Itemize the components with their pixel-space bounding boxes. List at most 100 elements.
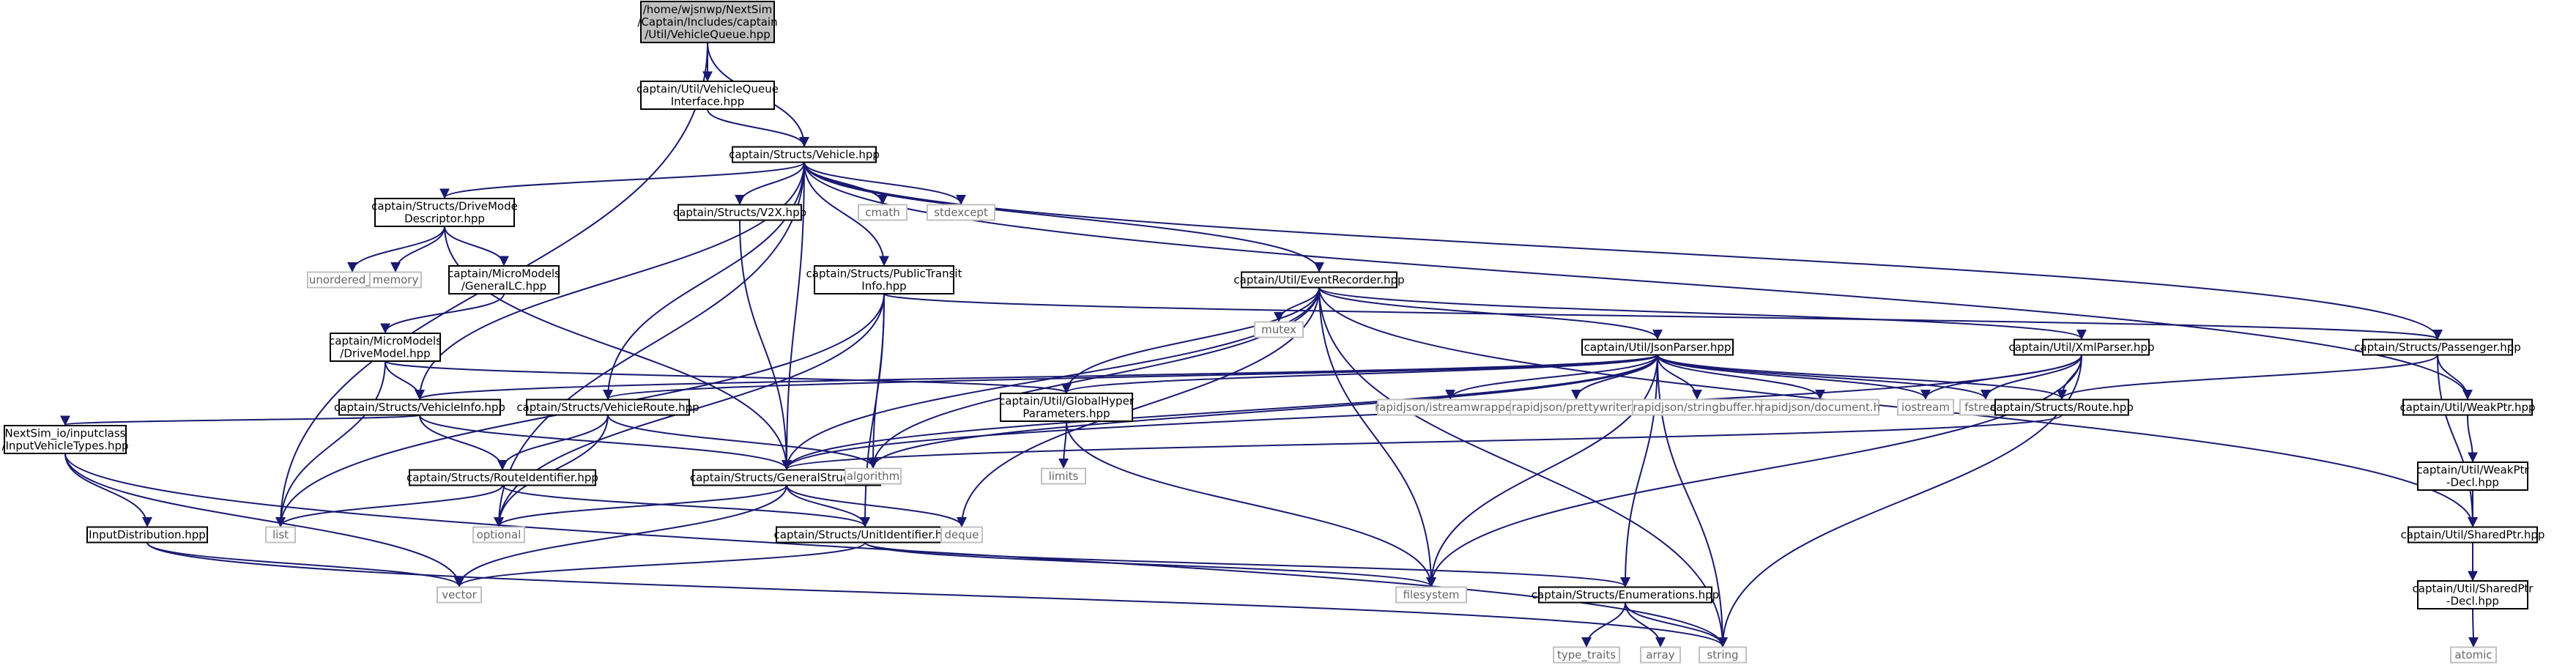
node-label: captain/Structs/V2X.hpp [673,206,806,219]
edge-vehicle-to-weakptr [803,162,2473,400]
edge-vehicle-to-dmd [439,161,805,199]
node-sharedptr[interactable]: captain/Util/SharedPtr.hpp [2401,526,2545,544]
edge-ivt-to-inputdist [64,453,152,527]
node-vroute[interactable]: captain/Structs/VehicleRoute.hpp [516,398,699,416]
node-label: /InputVehicleTypes.hpp [1,440,128,453]
node-label: captain/Util/JsonParser.hpp [1584,341,1731,354]
edge-vehicle-to-cmath [803,162,888,205]
node-label: captain/Util/WeakPtr [2416,464,2529,477]
node-weakptr[interactable]: captain/Util/WeakPtr.hpp [2399,398,2536,416]
edge-vroute-to-routeid [497,415,609,470]
node-rj-sb: rapidjson/stringbuffer.h [1632,398,1762,416]
node-box [640,81,775,110]
edge-jsonparser-to-rj_isw [1445,355,1658,400]
node-box [374,198,515,227]
node-weakptrdecl[interactable]: captain/Util/WeakPtr-Decl.hpp [2416,461,2529,491]
node-ivt[interactable]: NextSim_io/inputclass/InputVehicleTypes.… [1,425,129,454]
node-array: array [1640,646,1681,664]
edge-vehicle-to-evrec [803,162,1324,273]
edge-dmd-to-memory [390,226,445,273]
node-mutex: mutex [1254,321,1304,338]
node-rj-doc: rapidjson/document.h [1760,398,1880,416]
node-label: captain/Structs/DriveMode [371,200,518,213]
edge-drivemodel-to-ghp [385,360,1072,394]
node-evrec[interactable]: captain/Util/EventRecorder.hpp [1233,271,1405,289]
edge-vehicle-to-pti [803,162,889,267]
node-label: /DriveModel.hpp [340,347,430,360]
node-label: captain/MicroModels [329,335,442,348]
edge-jsonparser-to-ghp [1061,354,1658,394]
node-jsonparser[interactable]: captain/Util/JsonParser.hpp [1581,338,1734,356]
node-deque: deque [940,526,983,544]
node-routeid[interactable]: captain/Structs/RouteIdentifier.hpp [407,469,598,486]
node-optional: optional [472,526,525,544]
node-box [1553,646,1620,664]
node-box [1041,467,1086,485]
node-label: InputDistribution.hpp [89,528,206,541]
node-cmath: cmath [858,204,907,221]
edge-unitid-to-filesystem [864,541,1436,587]
node-box [472,526,525,544]
edge-inputdist-to-vector [146,542,464,587]
node-label: Parameters.hpp [1022,407,1110,420]
node-unitid[interactable]: captain/Structs/UnitIdentifier.hpp [774,526,957,544]
edge-vehicle-to-stdexcept [803,162,966,205]
edge-pti-to-algorithm [868,293,885,469]
node-box [927,204,995,221]
node-generallc[interactable]: captain/MicroModels/GeneralLC.hpp [448,265,560,294]
node-box [1581,338,1734,356]
node-label: captain/Structs/VehicleRoute.hpp [516,401,699,414]
node-box [678,204,802,221]
edge-ivt-to-vector [64,453,464,587]
edge-jsonparser-to-iostream [1657,355,1931,400]
node-label: optional [477,528,521,541]
nodes: /home/wjsnwp/NextSim/Captain/Includes/ca… [1,1,2545,664]
edge-gstructs-to-deque [786,485,967,527]
node-label: cmath [865,206,899,219]
edge-routeid-to-list [275,485,503,527]
node-xmlparser[interactable]: captain/Util/XmlParser.hpp [2009,338,2155,356]
node-passenger[interactable]: captain/Structs/Passenger.hpp [2354,338,2521,356]
node-label: /Util/VehicleQueue.hpp [645,28,771,41]
node-algorithm: algorithm [845,467,902,485]
edge-vinfo-to-gstructs [419,415,792,470]
node-label: captain/MicroModels [448,267,560,281]
node-vinfo[interactable]: captain/Structs/VehicleInfo.hpp [334,398,505,416]
node-label: captain/Structs/UnitIdentifier.hpp [774,528,957,541]
node-label: type_traits [1557,648,1616,662]
node-label: /Captain/Includes/captain [637,15,777,29]
edge-vinfo-to-ivt [60,414,420,426]
edge-weakptr-to-weakptrdecl [2467,415,2478,463]
node-gstructs[interactable]: captain/Structs/GeneralStructs.hpp [690,469,883,486]
node-root[interactable]: /home/wjsnwp/NextSim/Captain/Includes/ca… [637,1,778,43]
node-box [1254,321,1304,338]
edge-gstructs-to-vector [454,485,787,587]
node-box [732,146,877,163]
node-v2x[interactable]: captain/Structs/V2X.hpp [673,204,806,221]
node-box [2408,526,2538,544]
node-label: -Decl.hpp [2446,595,2499,608]
node-iostream: iostream [1897,398,1954,416]
node-filesystem: filesystem [1395,586,1467,604]
node-box [940,526,983,544]
edge-inputdist-to-string [146,542,1728,648]
edge-pti-to-passenger [883,293,2443,340]
node-vehicle[interactable]: captain/Structs/Vehicle.hpp [729,146,880,163]
node-label: string [1707,648,1738,661]
edge-jsonparser-to-enums [1620,355,1658,587]
node-enums[interactable]: captain/Structs/Enumerations.hpp [1532,586,1719,604]
node-label: captain/Util/WeakPtr.hpp [2399,401,2535,414]
node-drivemodel[interactable]: captain/MicroModels/DriveModel.hpp [329,333,442,362]
node-route[interactable]: captain/Structs/Route.hpp [1990,398,2134,416]
edge-enums-to-array [1625,602,1666,648]
node-sharedptrdecl[interactable]: captain/Util/SharedPtr-Decl.hpp [2413,580,2534,609]
edge-vroute-to-algorithm [607,415,878,469]
edge-evrec-to-xmlparser [1318,286,2087,340]
node-box [526,398,690,416]
node-label: captain/Util/GlobalHyper [999,395,1135,408]
node-inputdist[interactable]: InputDistribution.hpp [86,526,208,544]
